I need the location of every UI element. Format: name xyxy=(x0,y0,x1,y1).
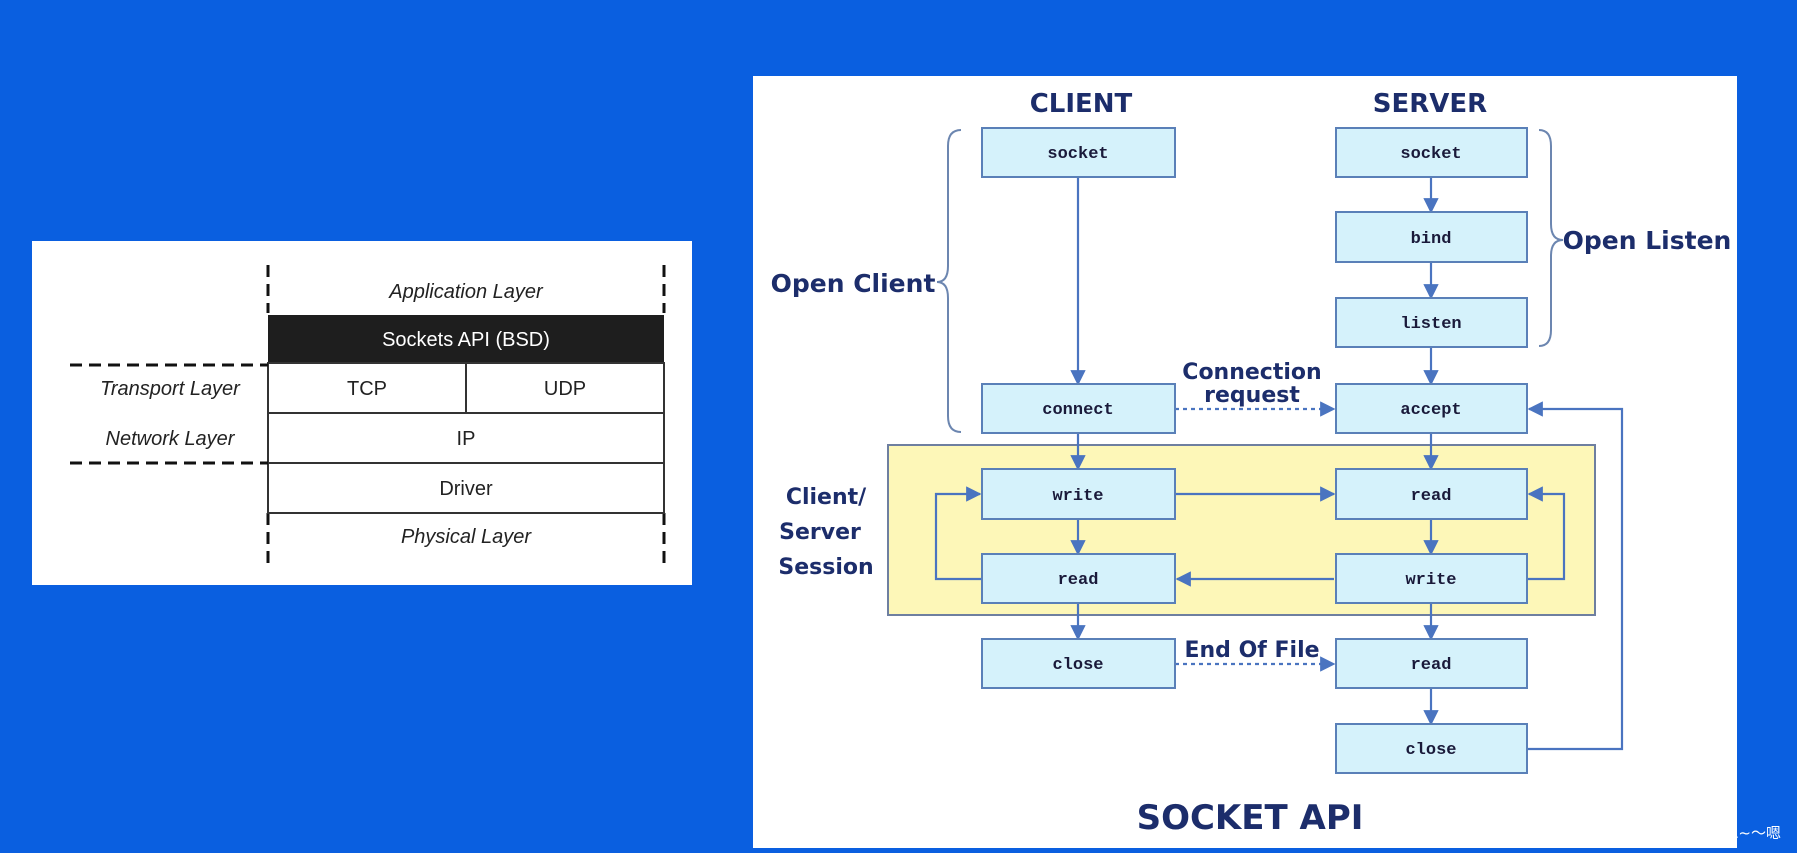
server-close-label: close xyxy=(1405,741,1456,760)
arrow-server-loop xyxy=(1527,486,1566,581)
end-of-file-label: End Of File xyxy=(1184,638,1319,663)
connection-request-label-line1: Connection xyxy=(1182,360,1321,385)
server-accept-box: accept xyxy=(1335,383,1528,434)
server-write-label: write xyxy=(1405,571,1456,590)
server-listen-box: listen xyxy=(1335,297,1528,348)
server-read-label: read xyxy=(1411,487,1452,506)
csdn-watermark: CSDN @嗯~～嗯 xyxy=(1660,824,1781,842)
server-read-eof-box: read xyxy=(1335,638,1528,689)
server-read-box: read xyxy=(1335,468,1528,520)
server-bind-label: bind xyxy=(1411,230,1452,249)
server-write-box: write xyxy=(1335,553,1528,604)
socket-api-flow-diagram: CLIENT SERVER socket xyxy=(771,89,1732,838)
driver-label: Driver xyxy=(439,478,493,500)
client-connect-label: connect xyxy=(1042,401,1113,420)
open-client-brace xyxy=(936,129,962,433)
transport-layer-label: Transport Layer xyxy=(100,378,241,400)
client-read-box: read xyxy=(981,553,1176,604)
client-read-label: read xyxy=(1058,571,1099,590)
client-close-label: close xyxy=(1052,656,1103,675)
client-connect-box: connect xyxy=(981,383,1176,434)
session-label-line3: Session xyxy=(778,555,873,580)
arrow-client-loop xyxy=(934,486,982,581)
sockets-api-label: Sockets API (BSD) xyxy=(382,329,550,351)
application-layer-label: Application Layer xyxy=(388,281,544,303)
client-close-box: close xyxy=(981,638,1176,689)
open-listen-brace xyxy=(1538,129,1564,347)
session-label-line2: Server xyxy=(779,520,861,545)
server-listen-label: listen xyxy=(1400,315,1461,334)
tcp-label: TCP xyxy=(347,378,387,400)
client-socket-box: socket xyxy=(981,127,1176,178)
server-close-box: close xyxy=(1335,723,1528,774)
server-socket-label: socket xyxy=(1400,145,1461,164)
client-write-box: write xyxy=(981,468,1176,520)
client-write-label: write xyxy=(1052,487,1103,506)
ip-label: IP xyxy=(457,428,476,450)
client-socket-label: socket xyxy=(1047,145,1108,164)
protocol-stack-panel: Application Layer Sockets API (BSD) TCP … xyxy=(32,241,692,585)
session-label-line1: Client/ xyxy=(786,485,867,510)
connection-request-label-line2: request xyxy=(1204,383,1300,408)
socket-api-title: SOCKET API xyxy=(1137,798,1364,838)
server-header: SERVER xyxy=(1373,89,1487,119)
server-read-eof-label: read xyxy=(1411,656,1452,675)
open-client-label: Open Client xyxy=(771,269,936,298)
socket-api-flow-panel: CLIENT SERVER socket xyxy=(753,76,1737,848)
server-socket-box: socket xyxy=(1335,127,1528,178)
udp-label: UDP xyxy=(544,378,586,400)
server-accept-label: accept xyxy=(1400,401,1461,420)
network-layer-label: Network Layer xyxy=(106,428,236,450)
arrow-close-to-accept xyxy=(1527,401,1624,751)
physical-layer-label: Physical Layer xyxy=(401,526,532,548)
open-listen-label: Open Listen xyxy=(1563,226,1732,255)
sockets-api-bar xyxy=(268,315,664,363)
protocol-stack-diagram: Application Layer Sockets API (BSD) TCP … xyxy=(70,265,666,565)
server-bind-box: bind xyxy=(1335,211,1528,263)
client-header: CLIENT xyxy=(1030,89,1133,119)
